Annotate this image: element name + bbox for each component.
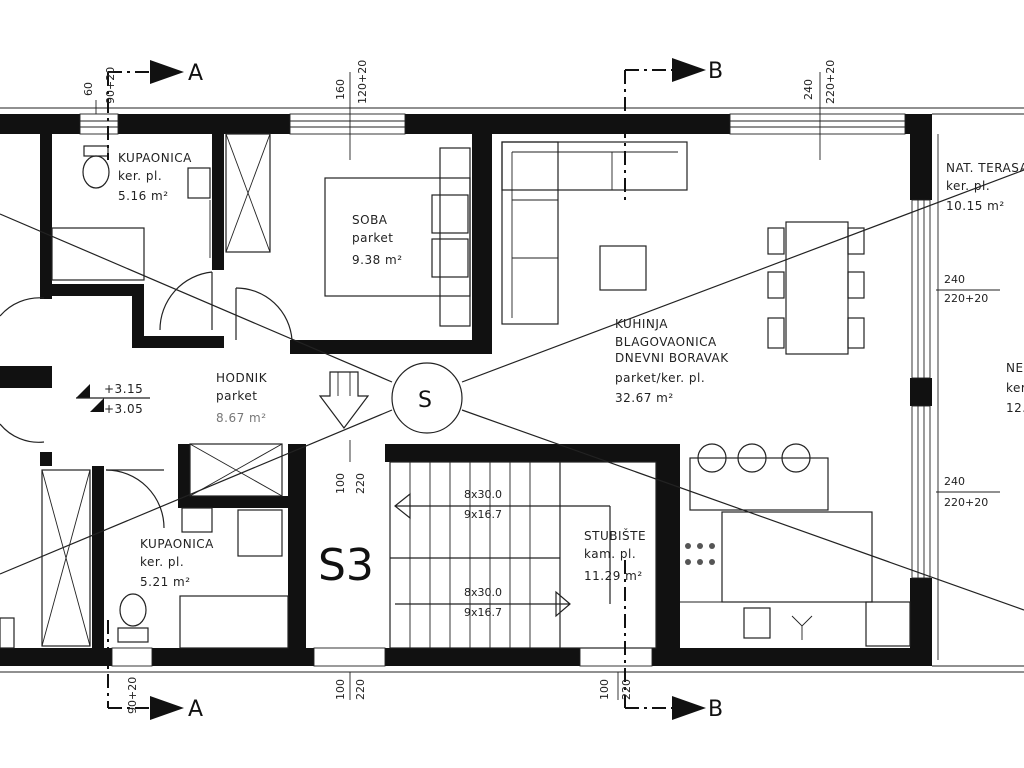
doors xyxy=(0,271,293,529)
room-kupaonica-bottom-floor: ker. pl. xyxy=(140,555,184,569)
dim-100-a: 100 xyxy=(334,473,347,494)
room-stubiste-floor: kam. pl. xyxy=(584,547,636,561)
dim-220-20-top: 220+20 xyxy=(824,60,837,104)
room-soba-area: 9.38 m² xyxy=(352,253,403,267)
room-blagovaonica-name: BLAGOVAONICA xyxy=(615,335,717,349)
stair-flight2-b: 9x16.7 xyxy=(464,606,502,619)
dim-240-r1: 240 xyxy=(944,273,965,286)
dimension-labels: 60 90+20 160 120+20 240 220+20 240 220+2… xyxy=(82,60,988,714)
dim-100-c: 100 xyxy=(598,679,611,700)
level-upper: +3.15 xyxy=(104,382,143,396)
dim-90-20-top: 90+20 xyxy=(104,67,117,104)
dim-90-20-bottom: 90+20 xyxy=(126,677,139,714)
shaft-label: S xyxy=(418,388,432,413)
room-terasa-name: NAT. TERASA xyxy=(946,161,1024,175)
room-kupaonica-bottom-name: KUPAONICA xyxy=(140,537,214,551)
room-kupaonica-bottom-area: 5.21 m² xyxy=(140,575,191,589)
dim-60: 60 xyxy=(82,82,95,96)
dim-220-b: 220 xyxy=(354,679,367,700)
diagonals xyxy=(0,169,1024,611)
room-hodnik-name: HODNIK xyxy=(216,371,268,385)
dim-160: 160 xyxy=(334,79,347,100)
room-terasa2-name: NE xyxy=(1006,361,1024,375)
section-a-bottom: A xyxy=(188,697,203,722)
room-terasa-area: 10.15 m² xyxy=(946,199,1005,213)
dim-220-20-r2: 220+20 xyxy=(944,496,988,509)
dim-240-r2: 240 xyxy=(944,475,965,488)
room-soba-name: SOBA xyxy=(352,213,388,227)
room-stubiste-area: 11.29 m² xyxy=(584,569,643,583)
room-kuhinja-floor: parket/ker. pl. xyxy=(615,371,705,385)
room-stubiste-name: STUBIŠTE xyxy=(584,528,646,543)
room-terasa-floor: ker. pl. xyxy=(946,179,990,193)
room-kupaonica-top-area: 5.16 m² xyxy=(118,189,169,203)
dim-220-20-r1: 220+20 xyxy=(944,292,988,305)
shaft-circle xyxy=(391,362,463,434)
room-soba-floor: parket xyxy=(352,231,394,245)
level-marker xyxy=(76,384,150,412)
stair-label: S3 xyxy=(318,540,374,591)
windows xyxy=(0,107,1024,673)
dimension-ticks xyxy=(95,72,1000,700)
room-terasa2-floor: ker xyxy=(1006,381,1024,395)
dim-100-b: 100 xyxy=(334,679,347,700)
room-labels: KUPAONICA ker. pl. 5.16 m² SOBA parket 9… xyxy=(104,59,1024,722)
furniture xyxy=(0,133,911,649)
dim-220-c: 220 xyxy=(620,679,633,700)
dim-240-top: 240 xyxy=(802,79,815,100)
section-b-top: B xyxy=(708,59,723,84)
section-a-top: A xyxy=(188,61,203,86)
room-kupaonica-top-name: KUPAONICA xyxy=(118,151,192,165)
room-hodnik-floor: parket xyxy=(216,389,258,403)
room-terasa2-area: 12. xyxy=(1006,401,1024,415)
room-kupaonica-top-floor: ker. pl. xyxy=(118,169,162,183)
stairs xyxy=(318,371,657,649)
room-kuhinja-name: KUHINJA xyxy=(615,317,668,331)
stair-flight1-a: 8x30.0 xyxy=(464,488,502,501)
stair-flight2-a: 8x30.0 xyxy=(464,586,502,599)
level-lower: +3.05 xyxy=(104,402,143,416)
dim-120-20: 120+20 xyxy=(356,60,369,104)
stair-flight1-b: 9x16.7 xyxy=(464,508,502,521)
section-b-bottom: B xyxy=(708,697,723,722)
section-lines xyxy=(107,58,706,720)
dim-220-a: 220 xyxy=(354,473,367,494)
walls xyxy=(0,114,932,666)
room-kuhinja-area: 32.67 m² xyxy=(615,391,674,405)
room-dnevni-boravak-name: DNEVNI BORAVAK xyxy=(615,351,729,365)
room-hodnik-area: 8.67 m² xyxy=(216,411,267,425)
